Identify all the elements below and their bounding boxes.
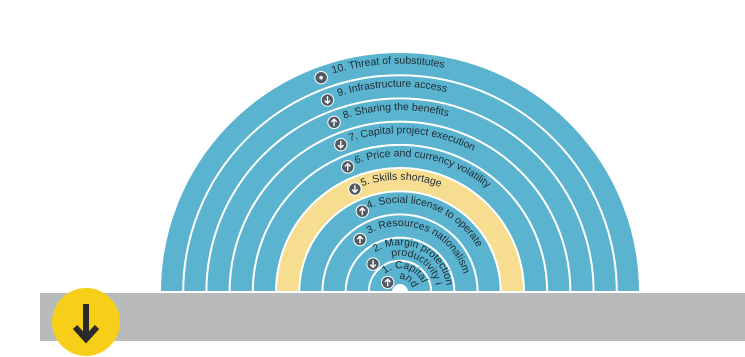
arrow-down-icon xyxy=(334,137,348,152)
new-icon xyxy=(314,70,328,85)
ring-core xyxy=(392,284,408,292)
ground-band xyxy=(40,293,745,341)
arrow-up-icon xyxy=(353,232,367,247)
arrow-up-icon xyxy=(355,204,369,218)
arrow-down-icon xyxy=(366,257,380,271)
trend-badges xyxy=(314,70,395,290)
rings xyxy=(158,51,642,293)
arrow-down-icon xyxy=(320,93,335,107)
arrow-down-icon xyxy=(348,182,362,196)
arrow-up-icon xyxy=(341,160,355,174)
arrow-down-icon xyxy=(52,288,120,356)
arrow-up-icon xyxy=(381,275,395,290)
arrow-up-icon xyxy=(327,115,341,130)
